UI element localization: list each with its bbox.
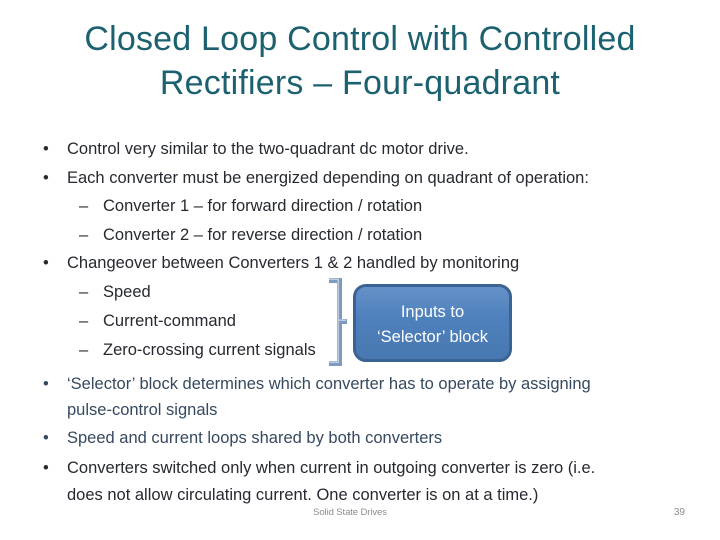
sub-bullet-text: Current-command	[103, 312, 236, 330]
bullet-continuation-line: pulse-control signals	[43, 399, 217, 421]
dash-marker: –	[79, 283, 89, 301]
bullet-marker: •	[43, 429, 49, 447]
sub-bullet-text: Zero-crossing current signals	[103, 341, 316, 359]
bullet-text: Changeover between Converters 1 & 2 hand…	[67, 254, 520, 272]
bullet-text: ‘Selector’ block determines which conver…	[67, 375, 591, 393]
sub-bullet-line: –Converter 2 – for reverse direction / r…	[79, 224, 422, 246]
sub-bullet-line: –Converter 1 – for forward direction / r…	[79, 195, 422, 217]
dash-marker: –	[79, 226, 89, 244]
page-number: 39	[673, 507, 685, 518]
bullet-marker: •	[43, 254, 49, 272]
dash-marker: –	[79, 341, 89, 359]
bullet-text: Converters switched only when current in…	[67, 459, 596, 477]
dash-marker: –	[79, 312, 89, 330]
sub-bullet-text: Converter 1 – for forward direction / ro…	[103, 197, 423, 215]
slide-title-line1: Closed Loop Control with Controlled	[84, 20, 636, 58]
bullet-text: Speed and current loops shared by both c…	[67, 429, 443, 447]
bullet-marker: •	[43, 169, 49, 187]
sub-bullet-text: Converter 2 – for reverse direction / ro…	[103, 226, 423, 244]
callout-line2: ‘Selector’ block	[377, 328, 488, 346]
bullet-line: • Control very similar to the two-quadran…	[43, 138, 469, 160]
bullet-line: • Each converter must be energized depend…	[43, 167, 589, 189]
bullet-line: • Changeover between Converters 1 & 2 han…	[43, 252, 519, 274]
dash-marker: –	[79, 197, 89, 215]
bullet-line: • Converters switched only when current i…	[43, 457, 595, 479]
bullet-continuation-line: does not allow circulating current. One …	[43, 484, 538, 506]
callout-line1: Inputs to	[400, 303, 465, 321]
bullet-marker: •	[43, 375, 49, 393]
right-bracket-shape	[329, 278, 347, 366]
bullet-text: pulse-control signals	[67, 401, 218, 419]
callout-box: Inputs to ‘Selector’ block	[353, 284, 512, 362]
slide-title-line2: Rectifiers – Four-quadrant	[159, 64, 561, 102]
sub-bullet-line: –Zero-crossing current signals	[79, 339, 316, 361]
bullet-marker: •	[43, 459, 49, 477]
bullet-text: Each converter must be energized dependi…	[67, 169, 589, 187]
bullet-line: • Speed and current loops shared by both …	[43, 427, 442, 449]
bullet-text: does not allow circulating current. One …	[67, 486, 539, 504]
slide-title: Closed Loop Control with Controlled Rect…	[0, 17, 720, 105]
sub-bullet-text: Speed	[103, 283, 151, 301]
footer-title: Solid State Drives	[313, 507, 387, 518]
bullet-text: Control very similar to the two-quadrant…	[67, 140, 469, 158]
bullet-marker: •	[43, 140, 49, 158]
bullet-line: • ‘Selector’ block determines which conve…	[43, 373, 591, 395]
sub-bullet-line: –Speed	[79, 281, 151, 303]
sub-bullet-line: –Current-command	[79, 310, 236, 332]
